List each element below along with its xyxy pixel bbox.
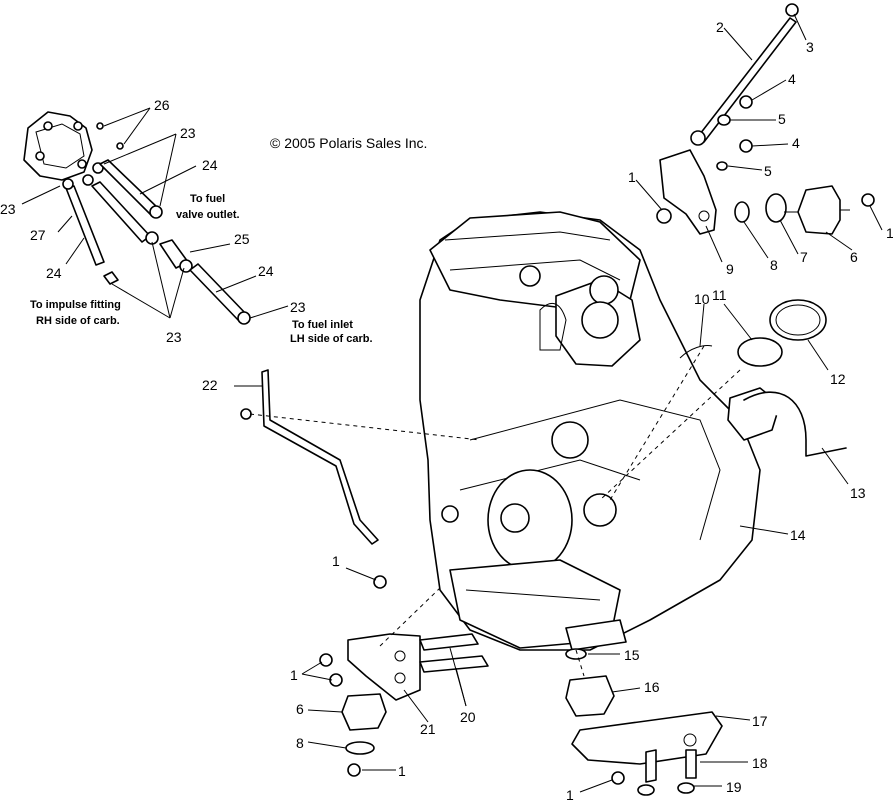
callout-1-bottom: 1 [398, 763, 406, 779]
callout-24-left: 24 [46, 265, 62, 281]
callout-3: 3 [806, 39, 814, 55]
lower-right-mount [565, 619, 723, 796]
callout-8-top: 8 [770, 257, 778, 273]
leader-lines [21, 13, 883, 793]
note-fuel-inlet-line1: To fuel inlet [292, 319, 353, 331]
callout-23-top: 23 [180, 125, 196, 141]
callout-4-top: 4 [788, 71, 796, 87]
callout-2: 2 [716, 19, 724, 35]
callout-16: 16 [644, 679, 660, 695]
intake-clamps [679, 299, 827, 367]
callout-23-left: 23 [0, 201, 16, 217]
callout-1-pair: 1 [290, 667, 298, 683]
routing-notes: To fuel valve outlet. To impulse fitting… [30, 193, 373, 345]
callout-6-bottom: 6 [296, 701, 304, 717]
callout-1-lower-left: 1 [332, 553, 340, 569]
callout-1-bracket: 1 [628, 169, 636, 185]
copyright-text: © 2005 Polaris Sales Inc. [270, 135, 427, 151]
callout-27: 27 [30, 227, 46, 243]
callout-18: 18 [752, 755, 768, 771]
callout-23-bottom: 23 [166, 329, 182, 345]
callout-13: 13 [850, 485, 866, 501]
callout-7: 7 [800, 249, 808, 265]
callout-9: 9 [726, 261, 734, 277]
callout-25: 25 [234, 231, 250, 247]
callout-24-top: 24 [202, 157, 218, 173]
upper-mount-assembly [656, 3, 875, 235]
callout-14: 14 [790, 527, 806, 543]
callout-1-lower-right: 1 [566, 787, 574, 802]
note-impulse-fitting-line2: RH side of carb. [36, 315, 120, 327]
callout-6-top: 6 [850, 249, 858, 265]
note-fuel-inlet-line2: LH side of carb. [290, 333, 373, 345]
callout-26: 26 [154, 97, 170, 113]
callout-15: 15 [624, 647, 640, 663]
callout-17: 17 [752, 713, 768, 729]
note-fuel-valve-outlet-line1: To fuel [190, 193, 225, 205]
callout-23-right: 23 [290, 299, 306, 315]
callout-20: 20 [460, 709, 476, 725]
callout-11: 11 [712, 287, 727, 303]
callout-numbers: 26 23 24 23 27 25 24 24 23 23 2 3 4 5 4 … [0, 19, 893, 802]
breather-hose [743, 391, 847, 457]
fuel-pump-assembly [23, 111, 251, 325]
callout-4-bottom: 4 [792, 135, 800, 151]
callout-5-top: 5 [778, 111, 786, 127]
note-fuel-valve-outlet-line2: valve outlet. [176, 209, 240, 221]
callout-22: 22 [202, 377, 218, 393]
fuel-line-22 [240, 369, 379, 545]
callout-8-bottom: 8 [296, 735, 304, 751]
callout-12: 12 [830, 371, 846, 387]
callout-5-bottom: 5 [764, 163, 772, 179]
callout-19: 19 [726, 779, 742, 795]
callout-21: 21 [420, 721, 436, 737]
engine-block [419, 211, 781, 651]
note-impulse-fitting-line1: To impulse fitting [30, 299, 121, 311]
callout-24-right: 24 [258, 263, 274, 279]
callout-1-far-right: 1 [886, 225, 893, 241]
callout-10: 10 [694, 291, 710, 307]
